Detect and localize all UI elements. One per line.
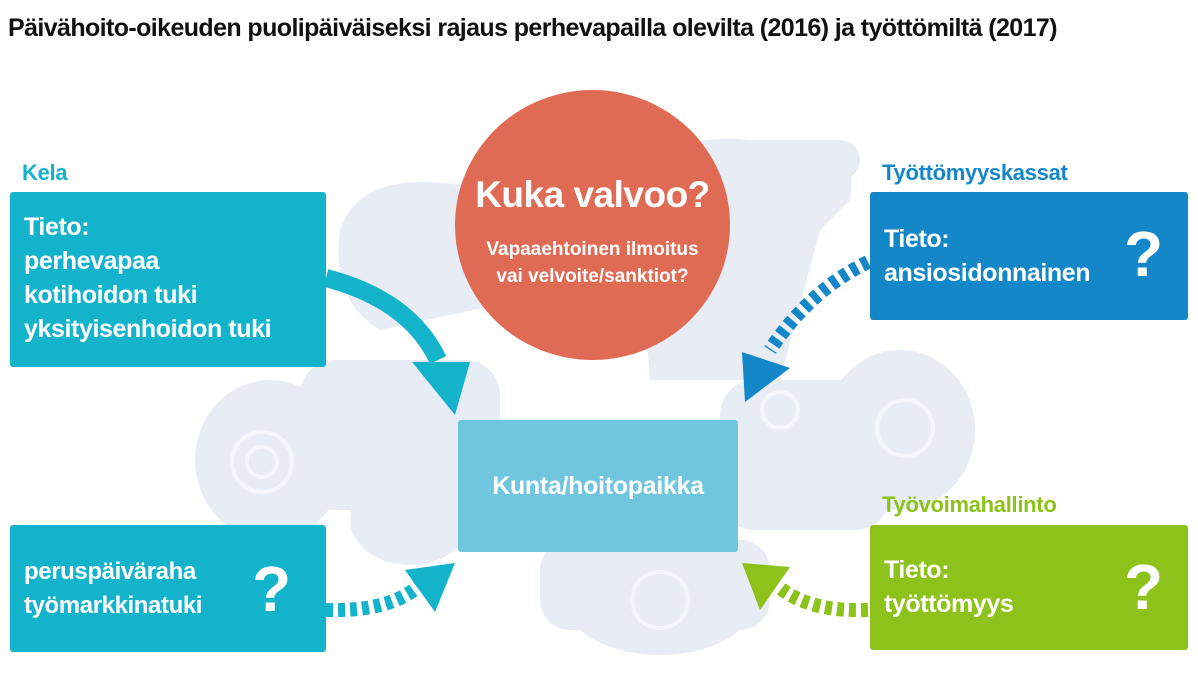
tyottomyyskassat-label: Työttömyyskassat [882, 160, 1068, 185]
circle-subtext: vai velvoite/sanktiot? [496, 266, 689, 287]
kunta-hoitopaikka-box: Kunta/hoitopaikka [458, 420, 738, 552]
kela-line: perhevapaa [24, 247, 159, 275]
tyottomyyskassat-info-box: Tieto: ansiosidonnainen ? [870, 192, 1188, 320]
tyottomyyskassat-line: ansiosidonnainen [884, 259, 1091, 287]
tyovoimahallinto-line: työttömyys [884, 590, 1014, 618]
kela-label: Kela [22, 160, 68, 185]
kela-line: Tieto: [24, 213, 90, 241]
kela-line: kotihoidon tuki [24, 281, 198, 309]
question-mark-icon: ? [1124, 218, 1164, 290]
kela-info-box: Tieto: perhevapaa kotihoidon tuki yksity… [10, 192, 326, 367]
tyovoimahallinto-line: Tieto: [884, 556, 950, 584]
page-title: Päivähoito-oikeuden puolipäiväiseksi raj… [8, 14, 1058, 42]
who-supervises-circle: Kuka valvoo? Vapaaehtoinen ilmoitus vai … [455, 90, 730, 360]
question-mark-icon: ? [1124, 551, 1164, 623]
tyovoimahallinto-info-box: Tieto: työttömyys ? [870, 525, 1188, 650]
circle-subtext: Vapaaehtoinen ilmoitus [486, 239, 699, 260]
kela-benefit-line: työmarkkinatuki [24, 592, 203, 619]
question-mark-icon: ? [252, 553, 292, 625]
kela-benefit-line: peruspäiväraha [24, 558, 196, 585]
tyovoimahallinto-label: Työvoimahallinto [882, 492, 1057, 517]
circle-heading: Kuka valvoo? [475, 174, 710, 215]
kela-benefits-box: peruspäiväraha työmarkkinatuki ? [10, 525, 326, 652]
center-label: Kunta/hoitopaikka [492, 471, 704, 500]
kela-line: yksityisenhoidon tuki [24, 315, 272, 343]
tyottomyyskassat-line: Tieto: [884, 225, 950, 253]
